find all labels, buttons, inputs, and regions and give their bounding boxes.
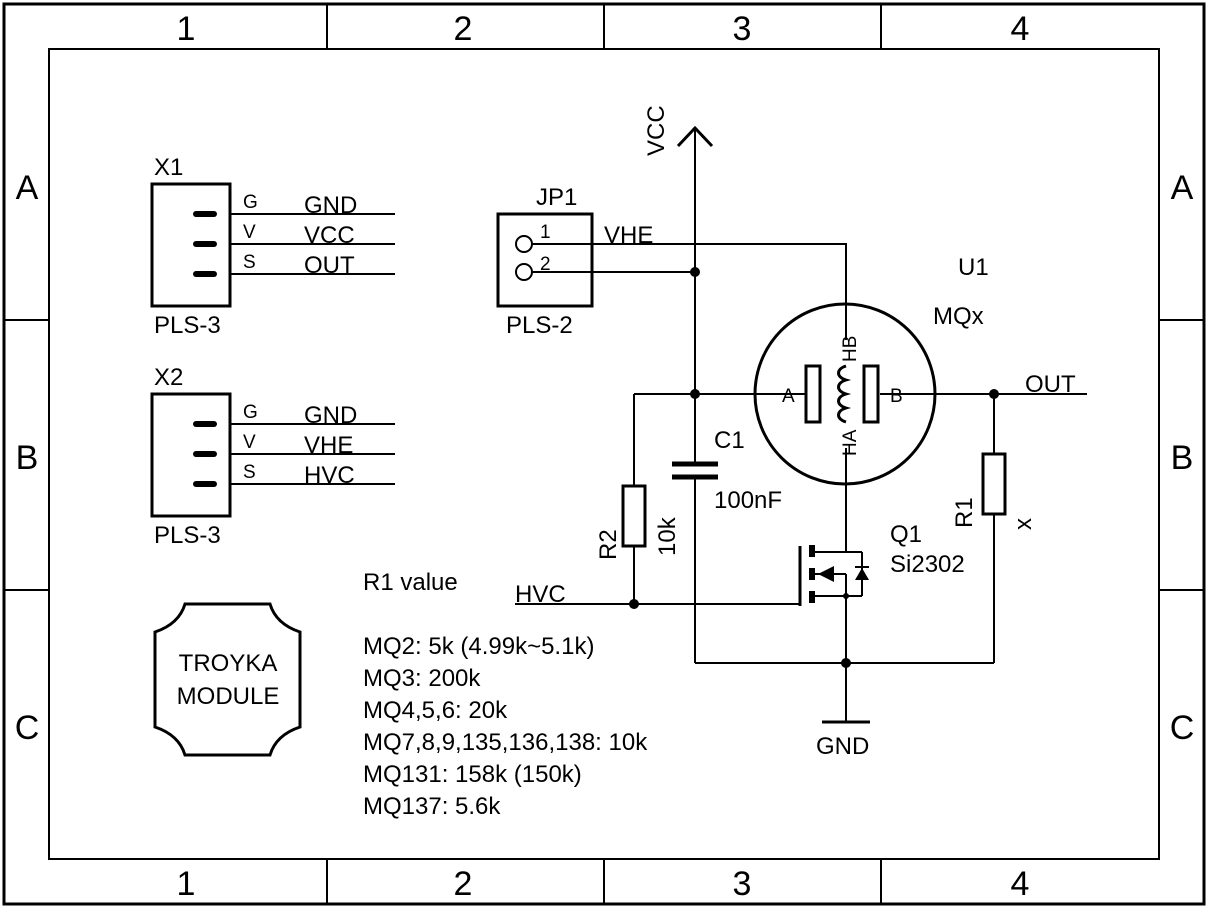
x2-net-vhe: VHE — [304, 432, 353, 459]
connector-x2: X2 G V S GND VHE HVC PLS-3 — [150, 364, 395, 549]
zone-row-right-b: B — [1171, 439, 1194, 477]
zone-col-top-3: 3 — [733, 10, 752, 48]
zone-col-top-2: 2 — [454, 10, 473, 48]
vcc-power-symbol: VCC — [643, 105, 714, 156]
u1-pin-b: B — [890, 386, 903, 407]
jp1-pin-2: 2 — [540, 254, 551, 275]
notes-line: MQ2: 5k (4.99k~5.1k) — [363, 633, 594, 660]
zone-row-left-a: A — [16, 169, 39, 207]
troyka-module-logo: TROYKA MODULE — [153, 602, 302, 757]
r1-value-notes: R1 value MQ2: 5k (4.99k~5.1k) MQ3: 200k … — [363, 569, 648, 820]
net-label-out: OUT — [1025, 371, 1076, 398]
x1-pin-v: V — [243, 222, 256, 243]
x2-pin-g: G — [243, 402, 258, 423]
connector-x1: X1 G V S GND VCC OUT PLS-3 — [150, 154, 395, 339]
junction-dots — [629, 267, 999, 668]
zone-labels: 1 2 3 4 1 2 3 4 A B C A B C — [15, 10, 1195, 903]
jp1-pin-1: 1 — [540, 222, 551, 243]
c1-ref: C1 — [714, 427, 745, 454]
x2-ref: X2 — [154, 364, 183, 391]
net-label-hvc: HVC — [515, 581, 566, 608]
notes-title: R1 value — [363, 569, 458, 596]
r2-ref: R2 — [595, 529, 622, 560]
gnd-label: GND — [816, 733, 869, 760]
junction-vcc-jp1 — [690, 267, 700, 277]
capacitor-c1: C1 100nF — [672, 427, 782, 514]
logo-line-1: TROYKA — [179, 650, 278, 677]
zone-col-bottom-3: 3 — [733, 865, 752, 903]
x1-net-vcc: VCC — [304, 222, 355, 249]
sensor-u1: A B HB HA U1 MQx — [753, 254, 989, 486]
zone-col-top-4: 4 — [1011, 10, 1030, 48]
jp1-ref: JP1 — [536, 184, 577, 211]
notes-line: MQ4,5,6: 20k — [363, 697, 508, 724]
q1-ref: Q1 — [890, 521, 922, 548]
junction-gnd — [841, 658, 851, 668]
x2-net-gnd: GND — [304, 402, 357, 429]
notes-line: MQ7,8,9,135,136,138: 10k — [363, 729, 648, 756]
u1-value: MQx — [933, 303, 984, 330]
junction-vcc-a — [690, 389, 700, 399]
c1-value: 100nF — [714, 487, 782, 514]
junction-out-r1 — [989, 389, 999, 399]
wires — [515, 128, 1087, 722]
zone-row-left-b: B — [16, 439, 39, 477]
u1-ref: U1 — [958, 254, 989, 281]
q1-value: Si2302 — [890, 551, 965, 578]
zone-row-left-c: C — [15, 709, 40, 747]
resistor-r1: R1 x — [951, 452, 1037, 530]
x1-pin-g: G — [243, 192, 258, 213]
gnd-power-symbol: GND — [816, 720, 870, 760]
zone-col-bottom-2: 2 — [454, 865, 473, 903]
notes-line: MQ131: 158k (150k) — [363, 761, 582, 788]
junction-hvc-r2 — [629, 599, 639, 609]
x1-net-gnd: GND — [304, 192, 357, 219]
x2-pin-s: S — [243, 462, 256, 483]
r2-value: 10k — [654, 516, 681, 556]
mosfet-q1: Q1 Si2302 — [798, 521, 965, 606]
zone-row-right-c: C — [1170, 709, 1195, 747]
x2-part: PLS-3 — [154, 522, 221, 549]
u1-pin-hb: HB — [840, 336, 861, 362]
x2-net-hvc: HVC — [304, 462, 355, 489]
zone-row-right-a: A — [1171, 169, 1194, 207]
u1-pin-a: A — [782, 386, 795, 407]
u1-pin-ha: HA — [840, 429, 861, 456]
vcc-label: VCC — [643, 105, 670, 156]
zone-col-top-1: 1 — [177, 10, 196, 48]
notes-line: MQ3: 200k — [363, 665, 481, 692]
notes-line: MQ137: 5.6k — [363, 793, 501, 820]
x1-part: PLS-3 — [154, 312, 221, 339]
resistor-r2: R2 10k — [595, 484, 681, 560]
x1-ref: X1 — [154, 154, 183, 181]
logo-line-2: MODULE — [177, 683, 280, 710]
r1-ref: R1 — [951, 497, 978, 528]
x1-net-out: OUT — [304, 252, 355, 279]
jp1-part: PLS-2 — [506, 312, 573, 339]
x1-pin-s: S — [243, 252, 256, 273]
jumper-jp1: JP1 1 2 VHE PLS-2 — [496, 184, 653, 339]
zone-col-bottom-4: 4 — [1011, 865, 1030, 903]
zone-col-bottom-1: 1 — [177, 865, 196, 903]
r1-value: x — [1010, 518, 1037, 530]
x2-pin-v: V — [243, 432, 256, 453]
